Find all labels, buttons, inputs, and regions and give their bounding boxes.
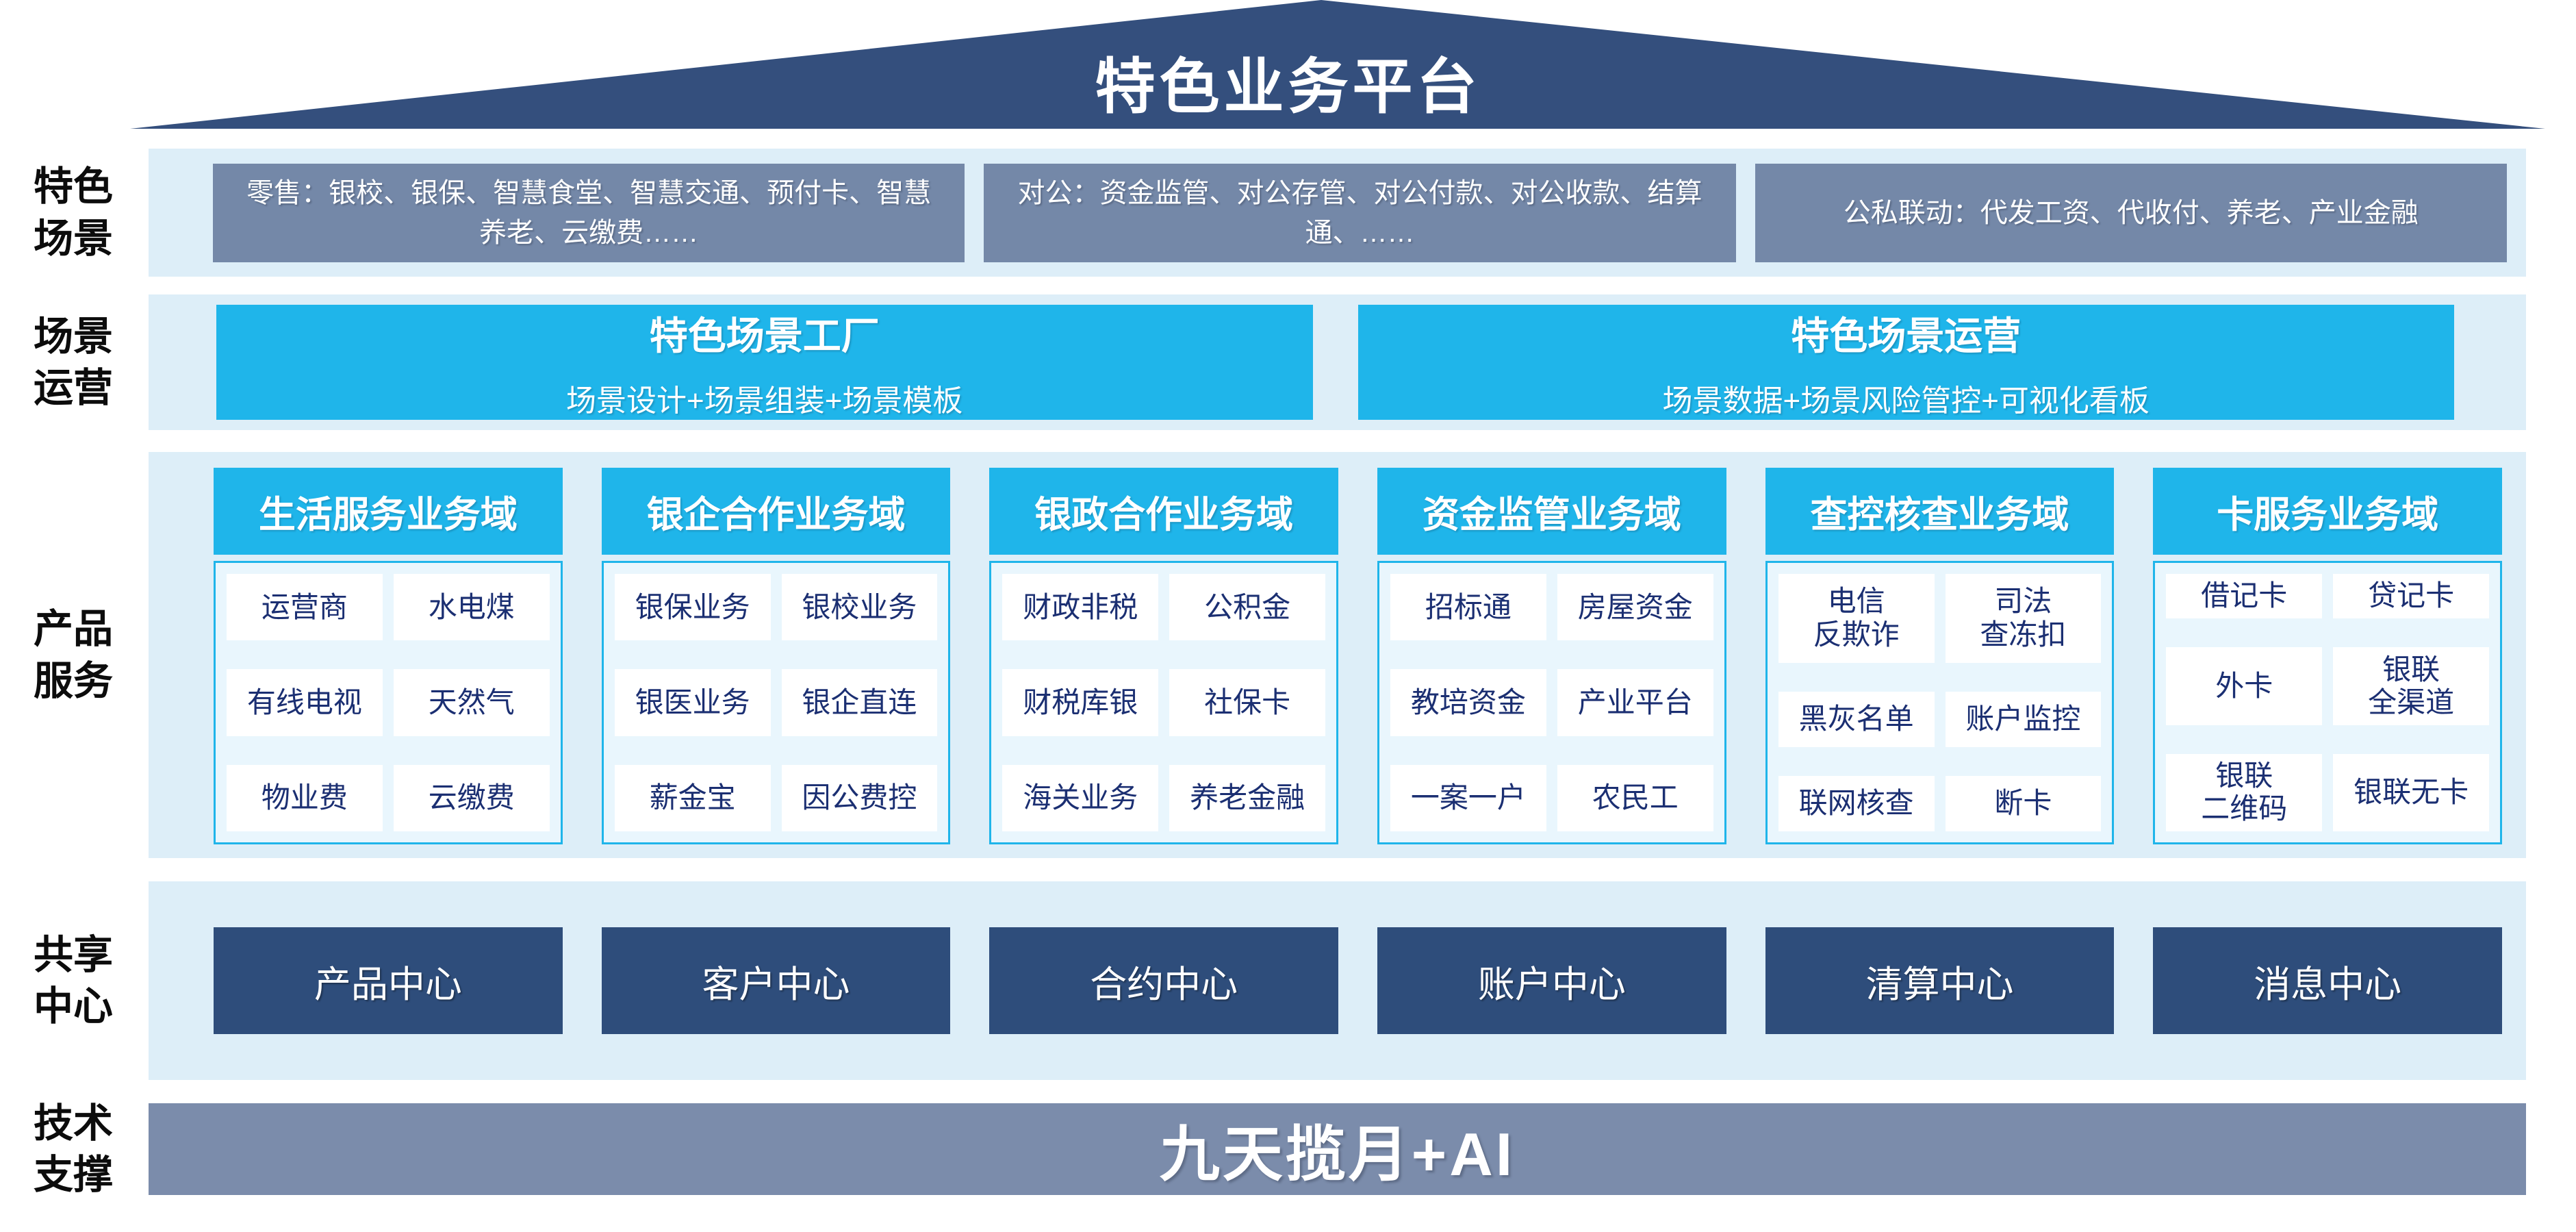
product-cell: 断卡 (1945, 775, 2102, 831)
row-label-products: 产品 服务 (33, 607, 113, 703)
operation-band: 特色场景工厂 场景设计+场景组装+场景模板 特色场景运营 场景数据+场景风险管控… (149, 294, 2526, 430)
product-cell: 财政非税 (1002, 574, 1159, 641)
op-box-subtitle: 场景设计+场景组装+场景模板 (566, 384, 963, 418)
product-cell: 教培资金 (1390, 669, 1546, 736)
product-column-header: 银企合作业务域 (601, 468, 951, 555)
product-cell: 银保业务 (614, 574, 771, 641)
product-cell: 产业平台 (1557, 669, 1713, 736)
product-column-header: 查控核查业务域 (1765, 468, 2115, 555)
product-cell: 社保卡 (1169, 669, 1326, 736)
op-box-subtitle: 场景数据+场景风险管控+可视化看板 (1662, 384, 2150, 418)
row-label-operation: 场景 运营 (33, 314, 113, 410)
product-cell: 天然气 (393, 669, 550, 736)
product-cell: 海关业务 (1002, 764, 1159, 831)
product-cell: 账户监控 (1945, 691, 2102, 747)
product-cell: 运营商 (227, 574, 383, 641)
product-cell: 银联无卡 (2333, 753, 2490, 831)
product-column-check-verify: 查控核查业务域 电信 反欺诈 司法 查冻扣 黑灰名单 账户监控 联网核查 断卡 (1765, 468, 2115, 844)
product-column-bank-government: 银政合作业务域 财政非税 公积金 财税库银 社保卡 海关业务 养老金融 (989, 468, 1339, 844)
product-cell: 云缴费 (393, 764, 550, 831)
scene-box-corporate: 对公：资金监管、对公存管、对公付款、对公收款、结算通、…… (984, 163, 1736, 262)
row-label-scenes: 特色 场景 (33, 164, 113, 261)
product-cell: 外卡 (2166, 647, 2323, 725)
product-column-header: 生活服务业务域 (214, 468, 563, 555)
product-column-body: 借记卡 贷记卡 外卡 银联 全渠道 银联 二维码 银联无卡 (2153, 561, 2503, 844)
product-cell: 农民工 (1557, 764, 1713, 831)
shared-center-clearing: 清算中心 (1765, 927, 2115, 1034)
product-cell: 银联 全渠道 (2333, 647, 2490, 725)
product-cell: 有线电视 (227, 669, 383, 736)
product-cell: 联网核查 (1778, 775, 1935, 831)
shared-center-contract: 合约中心 (989, 927, 1339, 1034)
product-cell: 财税库银 (1002, 669, 1159, 736)
product-column-body: 财政非税 公积金 财税库银 社保卡 海关业务 养老金融 (989, 561, 1339, 844)
op-box-title: 特色场景运营 (1791, 314, 2022, 357)
scene-box-retail: 零售：银校、银保、智慧食堂、智慧交通、预付卡、智慧养老、云缴费…… (213, 163, 965, 262)
product-cell: 借记卡 (2166, 574, 2323, 619)
product-column-header: 银政合作业务域 (989, 468, 1339, 555)
products-band: 生活服务业务域 运营商 水电煤 有线电视 天然气 物业费 云缴费 银企合作业务域… (149, 452, 2526, 858)
product-cell: 水电煤 (393, 574, 550, 641)
product-cell: 招标通 (1390, 574, 1546, 641)
product-column-body: 银保业务 银校业务 银医业务 银企直连 薪金宝 因公费控 (601, 561, 951, 844)
product-cell: 银联 二维码 (2166, 753, 2323, 831)
shared-centers-band: 产品中心 客户中心 合约中心 账户中心 清算中心 消息中心 (149, 881, 2526, 1080)
product-cell: 黑灰名单 (1778, 691, 1935, 747)
op-box-scene-factory: 特色场景工厂 场景设计+场景组装+场景模板 (216, 305, 1313, 420)
scene-box-linkage: 公私联动：代发工资、代收付、养老、产业金融 (1755, 163, 2507, 262)
row-label-tech: 技术 支撑 (33, 1101, 113, 1197)
product-cell: 房屋资金 (1557, 574, 1713, 641)
platform-title: 特色业务平台 (1095, 53, 1481, 121)
product-cell: 因公费控 (781, 764, 938, 831)
product-cell: 银医业务 (614, 669, 771, 736)
op-box-title: 特色场景工厂 (649, 314, 880, 357)
product-cell: 电信 反欺诈 (1778, 574, 1935, 663)
product-column-life-services: 生活服务业务域 运营商 水电煤 有线电视 天然气 物业费 云缴费 (214, 468, 563, 844)
product-cell: 薪金宝 (614, 764, 771, 831)
product-cell: 司法 查冻扣 (1945, 574, 2102, 663)
product-column-header: 资金监管业务域 (1377, 468, 1726, 555)
product-column-header: 卡服务业务域 (2153, 468, 2503, 555)
product-column-fund-supervision: 资金监管业务域 招标通 房屋资金 教培资金 产业平台 一案一户 农民工 (1377, 468, 1726, 844)
product-cell: 贷记卡 (2333, 574, 2490, 619)
product-column-body: 运营商 水电煤 有线电视 天然气 物业费 云缴费 (214, 561, 563, 844)
product-column-body: 招标通 房屋资金 教培资金 产业平台 一案一户 农民工 (1377, 561, 1726, 844)
scenes-band: 零售：银校、银保、智慧食堂、智慧交通、预付卡、智慧养老、云缴费…… 对公：资金监… (149, 149, 2526, 277)
product-cell: 银校业务 (781, 574, 938, 641)
tech-support-bar: 九天揽月+AI (149, 1103, 2526, 1195)
op-box-scene-operation: 特色场景运营 场景数据+场景风险管控+可视化看板 (1357, 305, 2454, 420)
product-cell: 养老金融 (1169, 764, 1326, 831)
product-column-body: 电信 反欺诈 司法 查冻扣 黑灰名单 账户监控 联网核查 断卡 (1765, 561, 2115, 844)
product-cell: 物业费 (227, 764, 383, 831)
product-column-bank-enterprise: 银企合作业务域 银保业务 银校业务 银医业务 银企直连 薪金宝 因公费控 (601, 468, 951, 844)
shared-center-customer: 客户中心 (601, 927, 951, 1034)
product-cell: 银企直连 (781, 669, 938, 736)
product-cell: 公积金 (1169, 574, 1326, 641)
shared-center-message: 消息中心 (2153, 927, 2503, 1034)
row-label-shared: 共享 中心 (33, 932, 113, 1029)
shared-center-account: 账户中心 (1377, 927, 1726, 1034)
shared-center-product: 产品中心 (214, 927, 563, 1034)
product-cell: 一案一户 (1390, 764, 1546, 831)
product-column-card-services: 卡服务业务域 借记卡 贷记卡 外卡 银联 全渠道 银联 二维码 银联无卡 (2153, 468, 2503, 844)
